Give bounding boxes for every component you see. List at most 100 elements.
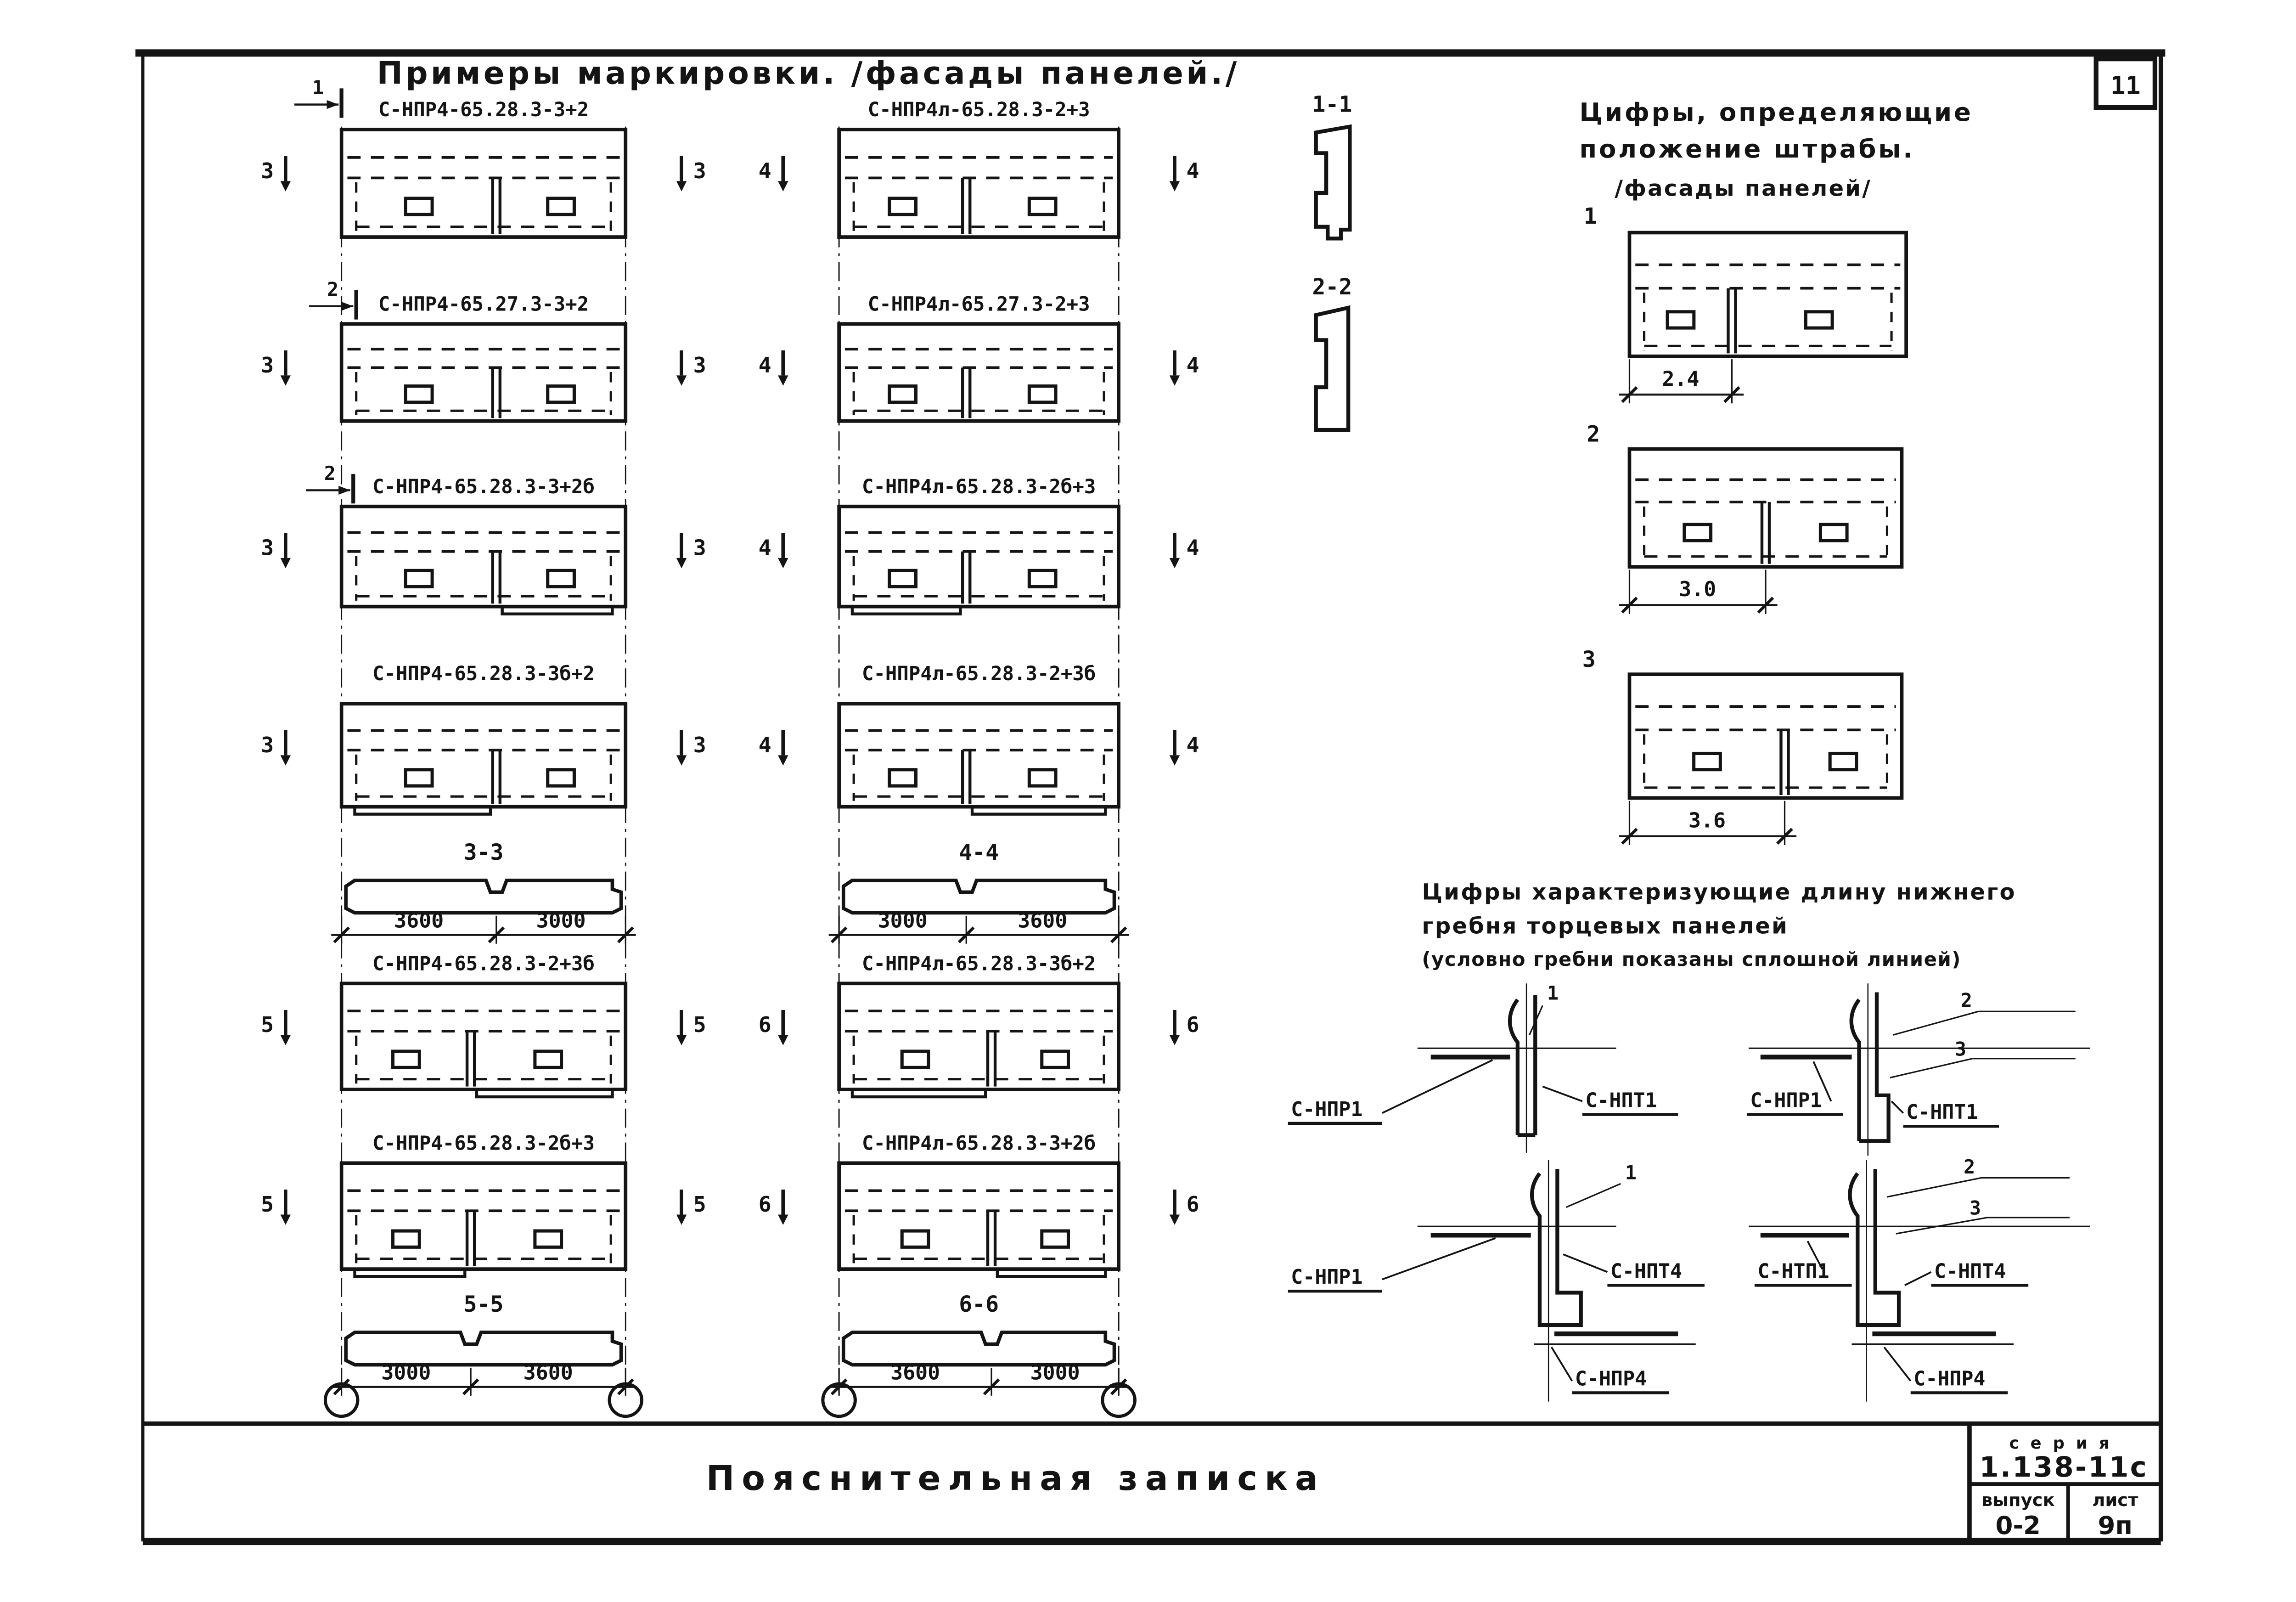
cut-arrowhead (1169, 755, 1180, 766)
detail1-part-npr1: С-НПР1 (1291, 1098, 1362, 1121)
section-cut-mark: 4 (759, 350, 788, 386)
section-cut-mark: 5 (261, 1190, 291, 1225)
panel-facade (837, 322, 1121, 423)
cut-number: 5 (693, 1012, 706, 1037)
panel-facade (1627, 447, 1904, 569)
dim-tick (983, 1378, 1000, 1395)
section-title: 5-5 (464, 1292, 504, 1317)
detail1-part-npt1-leader (1542, 1085, 1583, 1102)
cut-arrowhead (676, 1214, 687, 1225)
section-cut-mark: 5 (261, 1010, 291, 1045)
dim-tick (1110, 926, 1127, 943)
panel-facade (837, 1161, 1121, 1278)
panel-facade (339, 982, 628, 1099)
joint-detail-4: 2 3 С-НТП1 С-НПТ4 С-НПР4 (1749, 1156, 2090, 1402)
dim-tick (333, 1378, 350, 1395)
sheet-frame: 11 (135, 49, 2166, 1542)
sheet-number: 11 (2110, 71, 2141, 100)
cut-arrowhead (676, 558, 687, 569)
cut-arrowhead (676, 755, 687, 766)
issue-value: 0-2 (1996, 1511, 2041, 1540)
section-shape (344, 1331, 623, 1367)
cut-number: 3 (693, 535, 706, 560)
shtraba-heading-line2: положение штрабы. (1580, 134, 1915, 164)
dim-tick (617, 926, 634, 943)
shtraba-arrowhead (326, 100, 339, 109)
panel-outline (339, 504, 628, 609)
cut-arrowhead (778, 1214, 788, 1225)
panel-comb-step (996, 1267, 1107, 1278)
detail3-callout-1: 1 (1625, 1162, 1637, 1184)
cut-number: 3 (261, 535, 274, 560)
panel-facade (837, 128, 1121, 239)
shtraba-diagram: 23.0 (1587, 422, 1904, 614)
section-cut-mark: 3 (261, 730, 291, 766)
cut-number: 5 (693, 1192, 706, 1217)
panel-facade (1627, 672, 1904, 800)
joint-detail-3: 1 С-НПР1 С-НПТ4 С-НПР4 (1288, 1160, 1705, 1402)
cut-number: 4 (1187, 158, 1199, 183)
cut-arrowhead (778, 755, 788, 766)
title-block: Пояснительная записка с е р и я 1.138-11… (142, 1421, 2161, 1546)
dim-tick (830, 926, 848, 943)
section-shape (841, 879, 1116, 915)
panel-facade (837, 504, 1121, 615)
panel-opening (888, 197, 918, 216)
panel-opening (888, 569, 918, 588)
shtraba-heading-line3: /фасады панелей/ (1615, 175, 1872, 201)
section-cut-mark: 4 (1169, 156, 1199, 192)
panel-opening (404, 384, 434, 404)
sheet-number-box (2093, 56, 2157, 110)
section-cut-mark: 3 (676, 730, 706, 766)
detail4-tongue (1848, 1169, 1901, 1327)
dim-value: 3.0 (1679, 577, 1716, 601)
panel-outline (837, 702, 1121, 809)
panel-opening (888, 384, 918, 404)
panel-opening (1692, 751, 1722, 772)
detail4-callout-3: 3 (1970, 1197, 1981, 1219)
section-title: 3-3 (464, 840, 504, 865)
cut-number: 3 (261, 158, 274, 183)
document-title: Пояснительная записка (706, 1459, 1325, 1498)
cut-arrowhead (280, 375, 291, 386)
cut-number: 3 (693, 158, 706, 183)
panel-facade (837, 982, 1121, 1099)
series-value: 1.138-11с (1979, 1451, 2148, 1484)
detail2-part-npt1-leader (1891, 1100, 1904, 1114)
panel-outline (339, 322, 628, 423)
panel-mark-label: С-НПР4-65.28.3-3+2б (372, 475, 595, 498)
panel-opening (1828, 751, 1858, 772)
profile-section-1-1: 1-1 (1312, 92, 1352, 241)
detail3-tongue (1530, 1169, 1583, 1327)
panel-facade (339, 504, 628, 615)
dim-value: 3600 (890, 1360, 940, 1385)
panel-mark-label: С-НПР4л-65.27.3-2+3 (868, 293, 1090, 315)
panel-opening (1818, 523, 1849, 542)
cut-arrowhead (676, 181, 687, 192)
panel-opening (1027, 197, 1058, 216)
diagram-number: 1 (1584, 203, 1597, 229)
panel-mark-label: С-НПР4-65.28.3-3+2 (378, 98, 589, 121)
panel-mark-label: С-НПР4-65.28.3-2б+3 (372, 1132, 595, 1154)
shtraba-arrowhead (341, 302, 354, 311)
section-cut-mark: 4 (1169, 533, 1199, 569)
cut-number: 4 (1187, 353, 1199, 378)
panel-facade (1627, 231, 1908, 358)
cut-number: 6 (759, 1192, 771, 1217)
panel-mark-label: С-НПР4-65.27.3-3+2 (378, 293, 589, 315)
dim-tick (830, 1378, 848, 1395)
panel-outline (837, 982, 1121, 1091)
dim-value: 3000 (878, 908, 928, 932)
panel-mark-label: С-НПР4-65.28.3-3б+2 (372, 662, 595, 685)
dim-value: 3.6 (1688, 808, 1726, 832)
panel-facade (339, 1161, 628, 1278)
panel-opening (546, 384, 576, 404)
detail4-callout2-leader (1887, 1177, 1981, 1198)
dim-tick (1621, 828, 1638, 845)
issue-label: выпуск (1981, 1490, 2055, 1511)
section-cut-mark: 4 (759, 533, 788, 569)
panel-outline (339, 982, 628, 1091)
